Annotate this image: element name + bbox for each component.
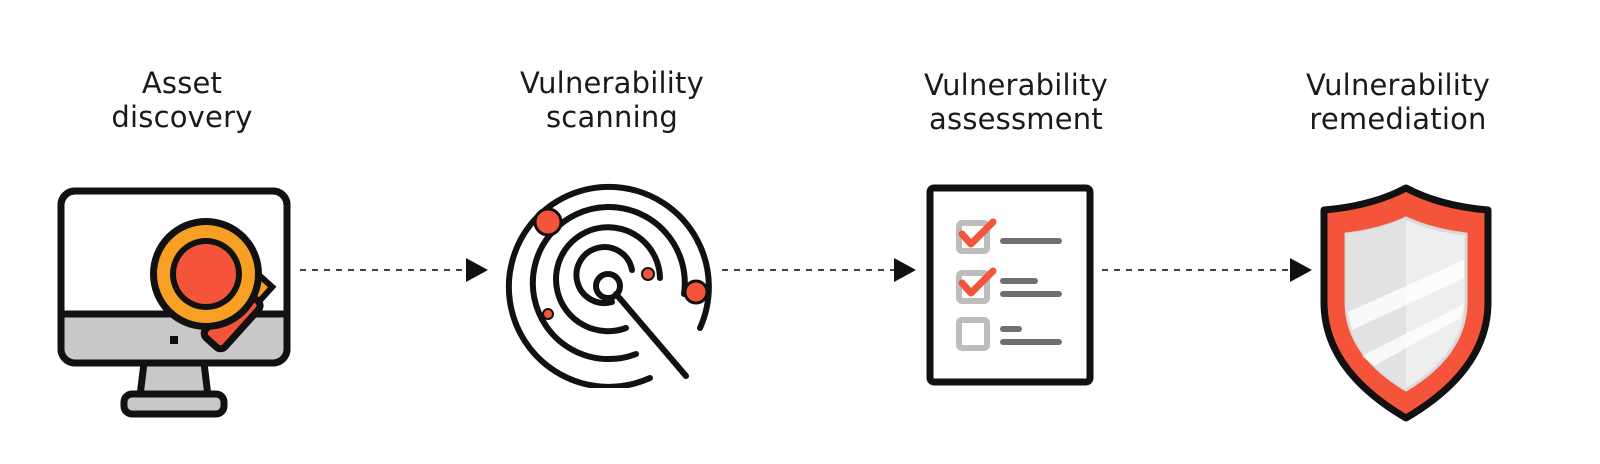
step-label-line2: assessment xyxy=(929,102,1103,136)
checklist-icon xyxy=(926,184,1094,386)
step-label-line1: Asset xyxy=(141,66,223,100)
step-label-vulnerability-remediation: Vulnerability remediation xyxy=(1248,68,1548,136)
step-label-line2: remediation xyxy=(1309,102,1487,136)
monitor-magnifier-icon xyxy=(57,187,291,418)
arrow-connector xyxy=(1102,258,1312,282)
arrow-connector xyxy=(300,258,488,282)
step-label-line1: Vulnerability xyxy=(1306,68,1490,102)
step-label-line1: Vulnerability xyxy=(520,66,704,100)
step-label-line2: discovery xyxy=(111,100,253,134)
step-label-vulnerability-scanning: Vulnerability scanning xyxy=(462,66,762,134)
step-label-line1: Vulnerability xyxy=(924,68,1108,102)
step-label-asset-discovery: Asset discovery xyxy=(32,66,332,134)
shield-icon xyxy=(1320,184,1492,422)
step-label-vulnerability-assessment: Vulnerability assessment xyxy=(866,68,1166,136)
step-label-line2: scanning xyxy=(545,100,679,134)
radar-icon xyxy=(505,183,712,388)
arrow-connector xyxy=(722,258,916,282)
